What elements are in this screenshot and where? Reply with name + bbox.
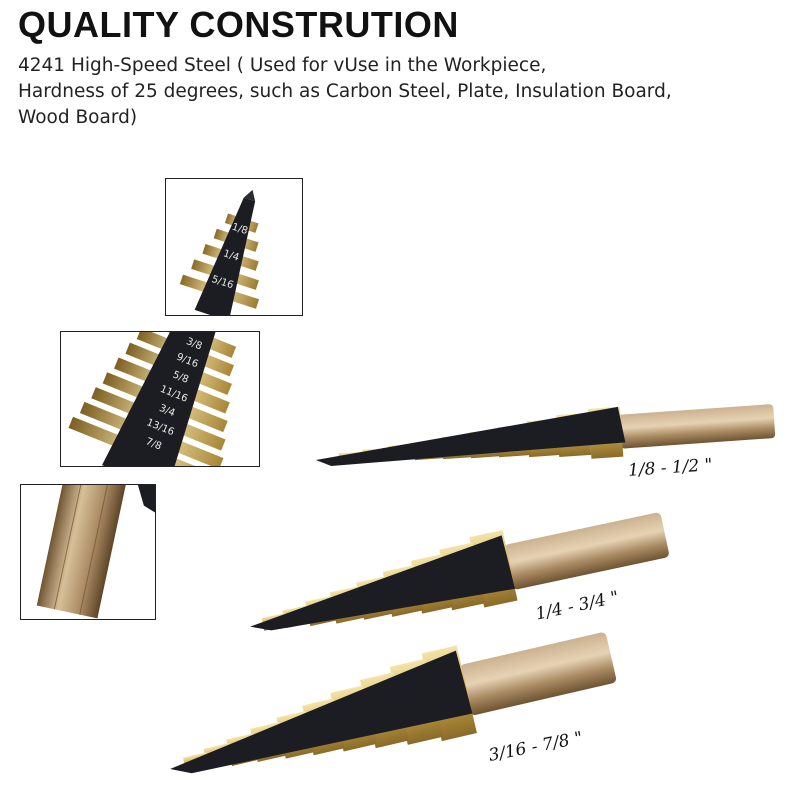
shank-closeup-image — [36, 485, 155, 619]
page-title: QUALITY CONSTRUTION — [18, 4, 459, 45]
drill-bit-large — [170, 632, 617, 774]
drill-bit-small — [315, 404, 776, 466]
drill-bit-large-body — [170, 650, 473, 774]
drill-bit-medium-body — [250, 535, 516, 631]
drill-bit-medium — [250, 512, 669, 631]
drill-bit-large-shank — [460, 632, 617, 715]
tip-closeup-image: 1/8 1/4 5/16 — [179, 189, 260, 315]
tip-mark-1: 1/8 — [230, 222, 249, 237]
steps-closeup-inset: 3/8 9/16 5/8 11/16 3/4 13/16 7/8 — [60, 331, 260, 467]
description-line-3: Wood Board) — [18, 107, 138, 128]
tip-closeup-inset: 1/8 1/4 5/16 — [165, 178, 303, 316]
drill-bit-small-shank — [618, 404, 776, 449]
description-line-2: Hardness of 25 degrees, such as Carbon S… — [18, 81, 672, 102]
steps-closeup-image: 3/8 9/16 5/8 11/16 3/4 13/16 7/8 — [68, 332, 237, 466]
drill-bit-small-body — [315, 406, 626, 466]
shank-closeup-inset — [20, 484, 156, 620]
description-line-1: 4241 High-Speed Steel ( Used for vUse in… — [18, 55, 547, 76]
drill-bit-medium-shank — [504, 512, 669, 590]
tip-mark-2: 1/4 — [222, 248, 241, 263]
description: 4241 High-Speed Steel ( Used for vUse in… — [18, 53, 788, 131]
